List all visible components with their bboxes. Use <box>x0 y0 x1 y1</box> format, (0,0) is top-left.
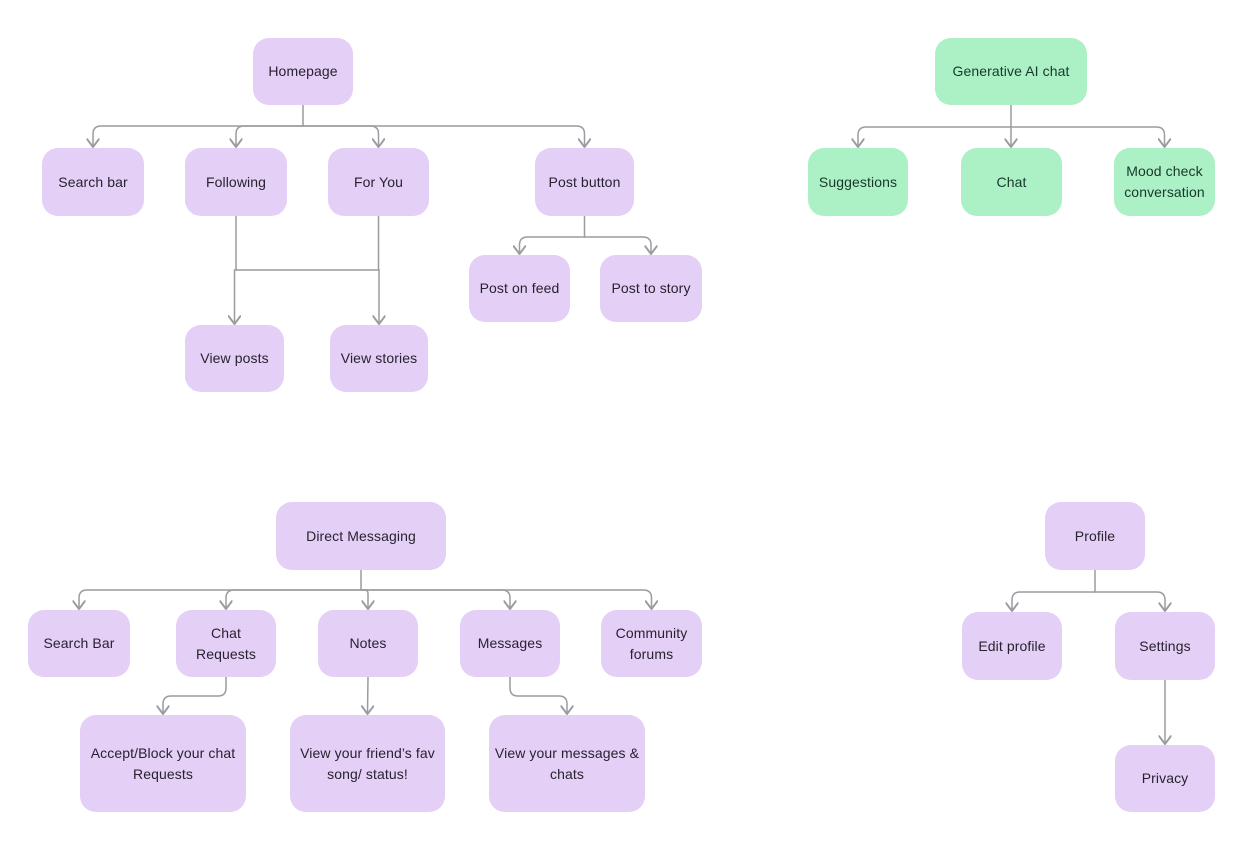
node-post-on-feed[interactable]: Post on feed <box>469 255 570 322</box>
connector-edge <box>520 236 586 254</box>
node-post-button[interactable]: Post button <box>535 148 634 216</box>
connector-edge <box>302 125 585 147</box>
node-mood-check[interactable]: Mood check conversation <box>1114 148 1215 216</box>
node-suggestions[interactable]: Suggestions <box>808 148 908 216</box>
node-view-messages[interactable]: View your messages & chats <box>489 715 645 812</box>
connector-edge <box>368 676 369 714</box>
node-settings[interactable]: Settings <box>1115 612 1215 680</box>
connector-edge <box>583 236 652 254</box>
node-edit-profile[interactable]: Edit profile <box>962 612 1062 680</box>
node-community-forums[interactable]: Community forums <box>601 610 702 677</box>
node-privacy[interactable]: Privacy <box>1115 745 1215 812</box>
connector-edge <box>236 125 304 147</box>
node-direct-messaging[interactable]: Direct Messaging <box>276 502 446 570</box>
node-messages[interactable]: Messages <box>460 610 560 677</box>
node-chat-requests[interactable]: Chat Requests <box>176 610 276 677</box>
node-following[interactable]: Following <box>185 148 287 216</box>
connector-edge <box>1010 126 1165 147</box>
node-view-posts[interactable]: View posts <box>185 325 284 392</box>
connector-edge <box>360 589 652 609</box>
node-search-bar[interactable]: Search bar <box>42 148 144 216</box>
node-friends-fav[interactable]: View your friend’s fav song/ status! <box>290 715 445 812</box>
node-view-stories[interactable]: View stories <box>330 325 428 392</box>
node-generative-ai-chat[interactable]: Generative AI chat <box>935 38 1087 105</box>
connector-edge <box>226 589 362 609</box>
node-dm-search-bar[interactable]: Search Bar <box>28 610 130 677</box>
node-profile[interactable]: Profile <box>1045 502 1145 570</box>
node-notes[interactable]: Notes <box>318 610 418 677</box>
connector-edge <box>858 126 1012 147</box>
node-accept-block[interactable]: Accept/Block your chat Requests <box>80 715 246 812</box>
node-homepage[interactable]: Homepage <box>253 38 353 105</box>
node-post-to-story[interactable]: Post to story <box>600 255 702 322</box>
connector-edge <box>1012 591 1096 611</box>
connector-edge <box>509 676 567 714</box>
connector-edge <box>1094 591 1165 611</box>
connector-edge <box>93 125 304 147</box>
connector-edge <box>79 589 362 609</box>
connector-edge <box>163 676 227 714</box>
node-for-you[interactable]: For You <box>328 148 429 216</box>
node-chat[interactable]: Chat <box>961 148 1062 216</box>
